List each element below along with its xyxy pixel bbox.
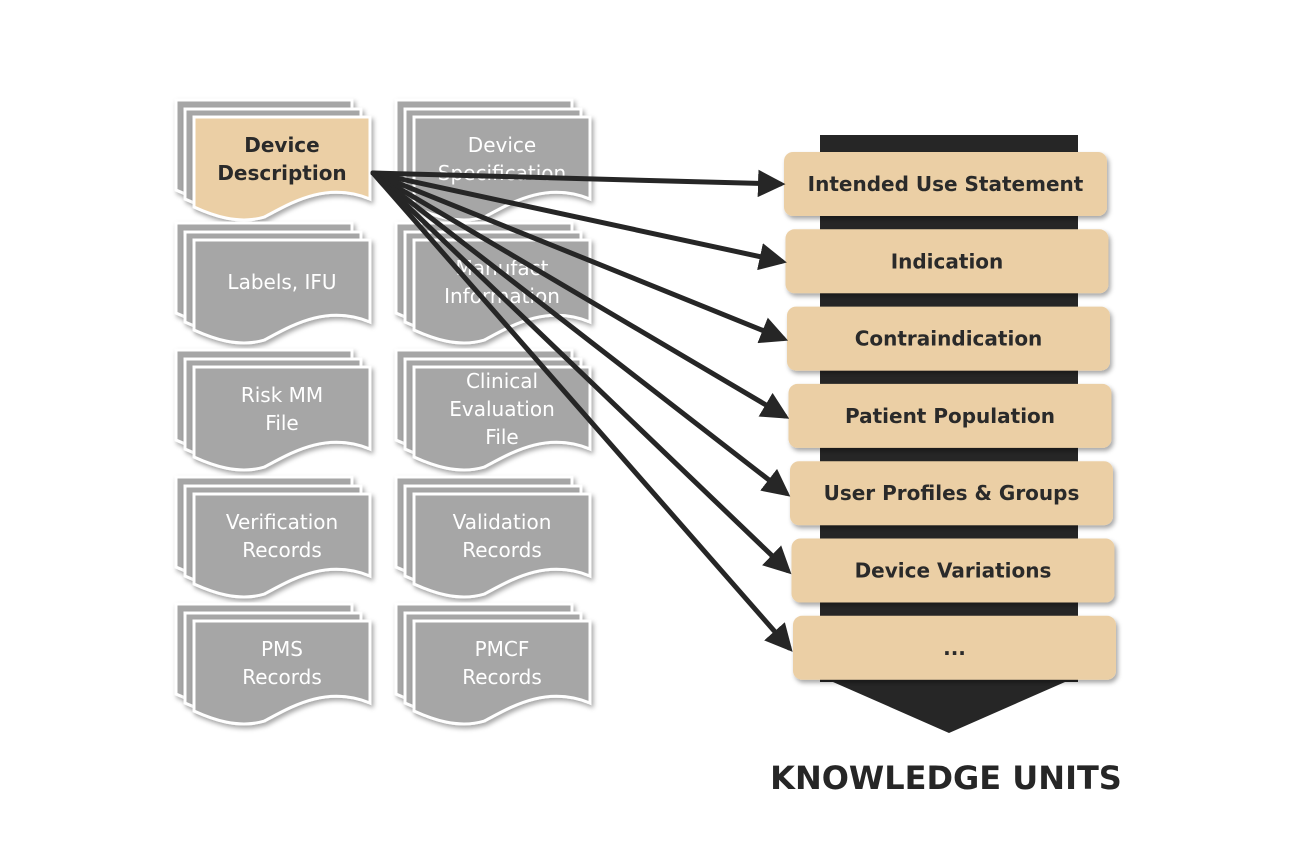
document-stack-pmcf-records: PMCF Records — [394, 602, 592, 726]
knowledge-unit-label: Intended Use Statement — [808, 172, 1084, 196]
document-page-risk-mm-file — [192, 365, 372, 472]
document-label-pmcf-records: PMCF — [475, 637, 530, 661]
mapping-arrow — [370, 170, 789, 344]
document-label-device-specification: Device — [468, 133, 536, 157]
document-page-device-specification — [412, 115, 592, 222]
knowledge-unit: Contraindication — [787, 306, 1110, 371]
knowledge-unit-box — [788, 383, 1112, 448]
knowledge-unit-box — [791, 538, 1115, 603]
knowledge-unit-label: Indication — [891, 249, 1004, 273]
knowledge-unit: User Profiles & Groups — [790, 461, 1113, 526]
knowledge-unit-label: Contraindication — [855, 327, 1043, 351]
mapping-arrows — [370, 169, 793, 652]
knowledge-unit: Device Variations — [791, 538, 1115, 603]
document-label-pmcf-records: Records — [462, 665, 542, 689]
document-label-pms-records: PMS — [261, 637, 303, 661]
document-label-clinical-evaluation-file: Clinical — [466, 369, 538, 393]
document-label-device-description: Description — [217, 161, 346, 185]
source-documents: DeviceDescriptionDeviceSpecificationLabe… — [174, 98, 592, 726]
knowledge-unit-label: Device Variations — [855, 559, 1052, 583]
knowledge-units-title: KNOWLEDGE UNITS — [770, 759, 1122, 797]
knowledge-unit-label: User Profiles & Groups — [824, 481, 1080, 505]
knowledge-unit-box — [790, 461, 1113, 526]
mapping-arrow — [370, 170, 787, 271]
document-label-validation-records: Records — [462, 538, 542, 562]
knowledge-unit-label: Patient Population — [845, 404, 1055, 428]
document-page-manufacturer-information — [412, 238, 592, 345]
document-label-pms-records: Records — [242, 665, 322, 689]
document-stack-labels-ifu: Labels, IFU — [174, 221, 372, 345]
document-label-validation-records: Validation — [453, 510, 552, 534]
knowledge-unit-label: ... — [943, 636, 966, 660]
knowledge-unit-box — [785, 229, 1109, 294]
document-stack-risk-mm-file: Risk MM File — [174, 348, 372, 472]
document-page-labels-ifu — [192, 238, 372, 345]
knowledge-unit: ... — [793, 615, 1116, 680]
knowledge-unit: Patient Population — [788, 383, 1112, 448]
document-label-clinical-evaluation-file: Evaluation — [449, 397, 555, 421]
knowledge-unit: Indication — [785, 229, 1109, 294]
document-label-verification-records: Verification — [226, 510, 338, 534]
document-page-pmcf-records — [412, 619, 592, 726]
document-page-clinical-evaluation-file — [412, 365, 592, 472]
document-label-risk-mm-file: File — [265, 411, 298, 435]
mapping-arrow — [370, 170, 790, 419]
document-label-risk-mm-file: Risk MM — [241, 383, 323, 407]
mapping-arrow — [370, 170, 792, 575]
document-label-device-description: Device — [244, 133, 319, 157]
document-label-verification-records: Records — [242, 538, 322, 562]
knowledge-unit-box — [793, 615, 1116, 680]
document-page-pms-records — [192, 619, 372, 726]
document-label-clinical-evaluation-file: File — [485, 425, 518, 449]
document-label-labels-ifu: Labels, IFU — [227, 270, 336, 294]
mapping-arrow — [370, 170, 791, 497]
mapping-arrow — [370, 169, 786, 198]
document-page-validation-records — [412, 492, 592, 599]
document-page-verification-records — [192, 492, 372, 599]
mapping-arrow — [370, 170, 793, 652]
knowledge-unit-box — [787, 306, 1110, 371]
knowledge-unit-box — [784, 152, 1107, 216]
knowledge-units-panel: Intended Use StatementIndicationContrain… — [770, 135, 1122, 797]
knowledge-unit: Intended Use Statement — [784, 152, 1107, 216]
document-page-device-description — [192, 115, 372, 222]
document-stack-pms-records: PMS Records — [174, 602, 372, 726]
